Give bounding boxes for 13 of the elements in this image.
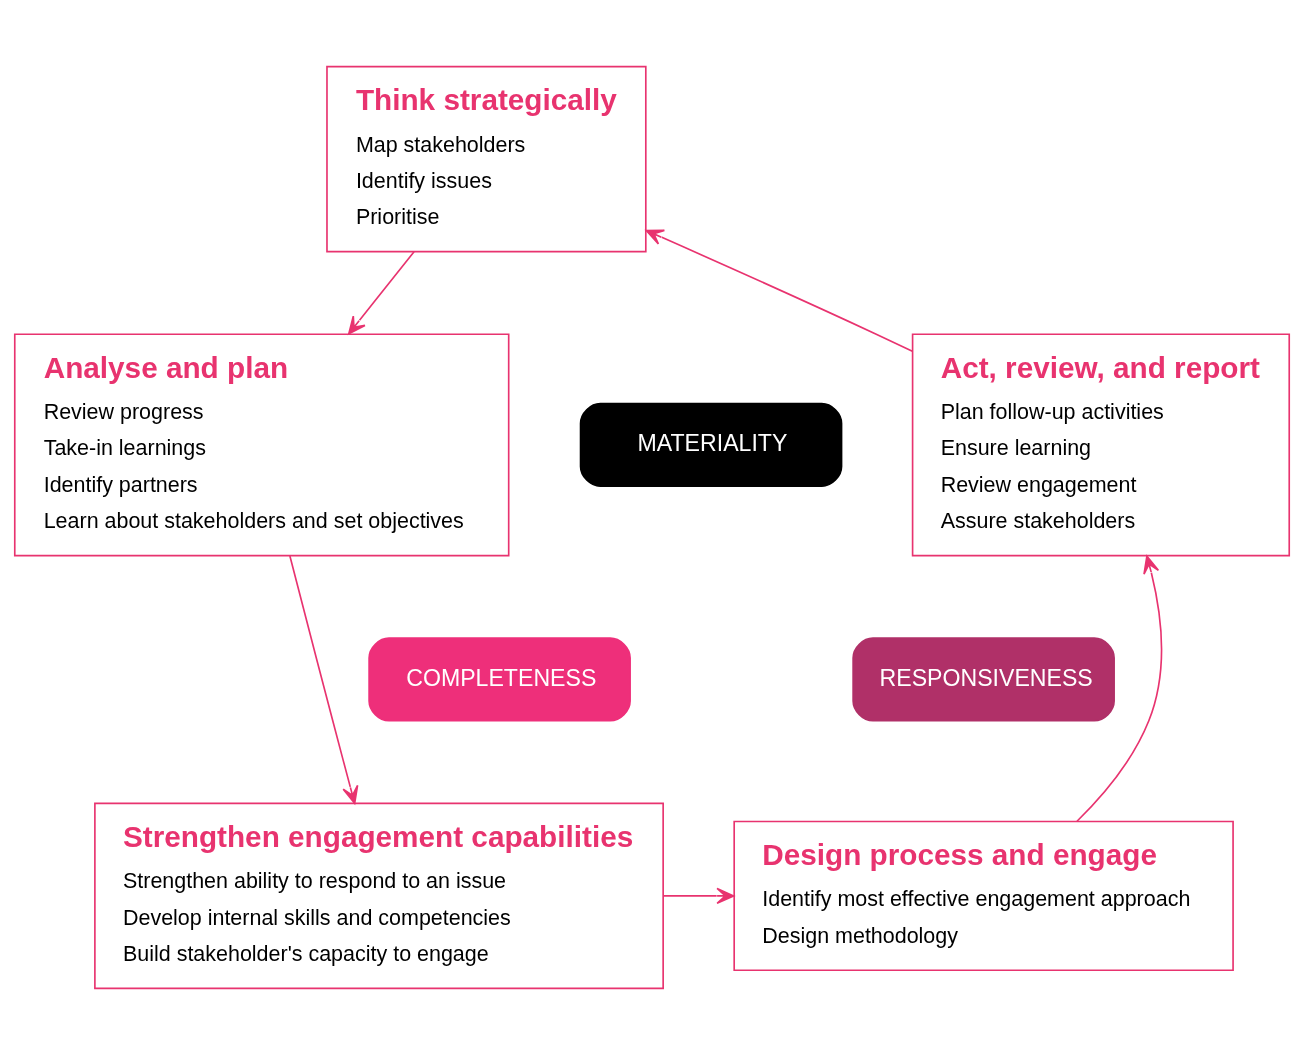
node-box: Analyse and plan Review progress Take-in learnings Identify partners Learn about stakeholders and set objectives	[13, 333, 510, 557]
arrow	[645, 229, 914, 352]
arrow	[348, 250, 415, 335]
node-box: Strengthen engagement capabilities Strengthen ability to respond to an issue Develop internal skills and competencies Build stakeholder's capacity to engage	[94, 802, 664, 990]
node-box: Design process and engage Identify most effective engagement approach Design methodology	[733, 820, 1234, 972]
node-box: Act, review, and report Plan follow-up activities Ensure learning Review engagement Assure stakeholders	[911, 333, 1291, 557]
arrow	[1076, 555, 1163, 823]
node-box: MATERIALITY	[579, 402, 843, 488]
node-box: COMPLETENESS	[368, 637, 631, 722]
node-box: Think strategically Map stakeholders Identify issues Prioritise	[326, 65, 647, 253]
node-box: RESPONSIVENESS	[852, 637, 1115, 722]
arrow	[289, 555, 359, 805]
arrow	[662, 887, 735, 905]
